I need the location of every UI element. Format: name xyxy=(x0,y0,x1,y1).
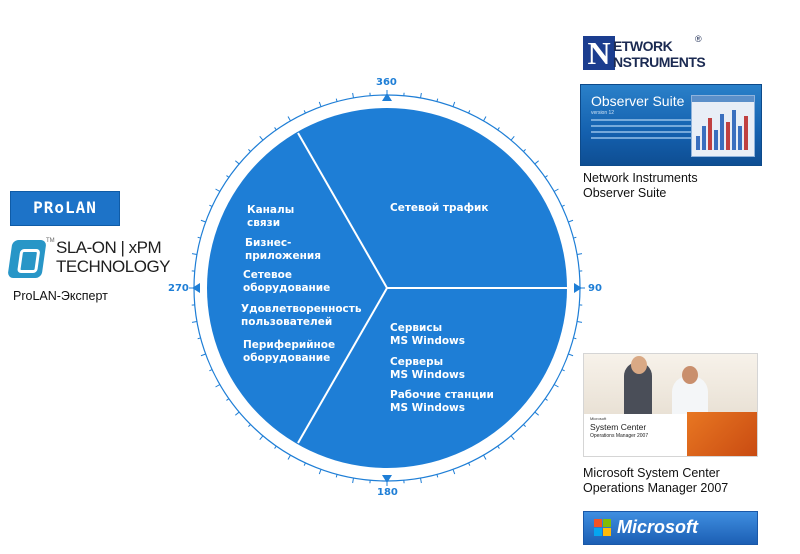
label-peripherals: Периферийное оборудование xyxy=(243,339,336,364)
dial-tick xyxy=(576,321,583,323)
label-communication-channels: Каналы связи xyxy=(247,204,295,229)
dial-tick xyxy=(287,454,291,460)
dial-tick xyxy=(483,116,487,122)
label-network-traffic: Сетевой трафик xyxy=(390,202,489,214)
network-instruments-logo: N ETWORK NSTRUMENTS ® xyxy=(583,34,706,72)
dial-tick xyxy=(318,469,322,475)
microsoft-logo-text: Microsoft xyxy=(617,517,698,537)
dial-tick xyxy=(200,353,206,357)
dial-tick xyxy=(483,454,487,460)
dial-tick xyxy=(235,160,240,165)
dial-tick xyxy=(452,469,456,475)
system-center-banner: Microsoft System Center Operations Manag… xyxy=(583,353,758,457)
ni-logo-line2: NSTRUMENTS xyxy=(613,54,706,70)
dial-tick xyxy=(576,253,583,255)
dial-tick xyxy=(568,219,574,223)
dial-tick xyxy=(534,160,539,165)
ni-logo-reg: ® xyxy=(695,34,702,44)
system-center-caption: Microsoft System Center Operations Manag… xyxy=(583,466,729,495)
dial-tick xyxy=(510,435,515,440)
dial-tick xyxy=(553,384,559,388)
sla-logo-line2: TECHNOLOGY xyxy=(56,257,171,276)
label-business-apps: Бизнес- приложения xyxy=(245,237,321,262)
sc-banner-name: System Center xyxy=(590,422,647,432)
degree-label-90: 90 xyxy=(588,283,602,294)
observer-banner-text-lines xyxy=(591,119,691,149)
divider-line-lower xyxy=(297,287,388,444)
divider-line-upper xyxy=(297,132,388,289)
dial-tick xyxy=(287,116,291,122)
dial-tick xyxy=(215,188,221,192)
dial-tick xyxy=(259,136,264,141)
dial-tick xyxy=(352,92,354,99)
marker-south xyxy=(382,475,392,483)
prolan-logo: PRoLAN xyxy=(10,191,120,226)
ni-logo-line1: ETWORK xyxy=(613,38,673,54)
sla-logo-tm: TM xyxy=(46,238,55,244)
observer-suite-banner: Observer Suite version 12 xyxy=(580,84,762,166)
degree-label-180: 180 xyxy=(377,487,398,498)
label-network-equipment: Сетевое оборудование xyxy=(243,269,331,294)
dial-tick xyxy=(534,411,539,416)
dial-tick xyxy=(215,384,221,388)
dial-tick xyxy=(191,253,198,255)
dial-tick xyxy=(191,321,198,323)
ni-logo-letter: N xyxy=(583,36,615,70)
marker-west xyxy=(192,283,200,293)
observer-suite-caption: Network Instruments Observer Suite xyxy=(583,171,698,200)
degree-label-270: 270 xyxy=(168,283,189,294)
observer-banner-title: Observer Suite xyxy=(591,93,685,109)
sc-banner-product: Operations Manager 2007 xyxy=(590,433,649,439)
dial-tick xyxy=(318,101,322,107)
microsoft-logo: Microsoft xyxy=(583,511,758,545)
dial-tick xyxy=(235,411,240,416)
degree-label-360: 360 xyxy=(376,77,397,88)
dial-tick xyxy=(553,188,559,192)
label-ms-services: Сервисы MS Windows xyxy=(390,322,466,347)
label-user-satisfaction: Удовлетворенность пользователей xyxy=(241,303,362,328)
observer-banner-version: version 12 xyxy=(591,110,615,116)
dial-tick xyxy=(352,477,354,484)
dial-tick xyxy=(510,136,515,141)
sla-logo-line1: SLA-ON | xPM xyxy=(56,238,162,257)
dial-tick xyxy=(200,219,206,223)
dial-tick xyxy=(259,435,264,440)
observer-screenshot xyxy=(691,95,755,157)
sla-on-xpm-logo: TM SLA-ON | xPM TECHNOLOGY xyxy=(7,238,171,280)
prolan-logo-text: PRoLAN xyxy=(33,198,97,217)
label-ms-servers: Серверы MS Windows xyxy=(390,356,466,381)
dial-tick xyxy=(568,353,574,357)
orange-accent-stripe xyxy=(687,412,757,456)
windows-flag-icon xyxy=(594,519,612,537)
marker-north xyxy=(382,93,392,101)
dial-tick xyxy=(420,92,422,99)
observer-screenshot-chart xyxy=(692,96,754,150)
dial-tick xyxy=(420,477,422,484)
sc-banner-brand: Microsoft xyxy=(590,416,607,421)
label-ms-workstations: Рабочие станции MS Windows xyxy=(390,389,494,414)
prolan-caption: ProLAN-Эксперт xyxy=(13,289,108,303)
sla-logo-icon xyxy=(7,240,47,278)
dial-tick xyxy=(452,101,456,107)
marker-east xyxy=(574,283,582,293)
